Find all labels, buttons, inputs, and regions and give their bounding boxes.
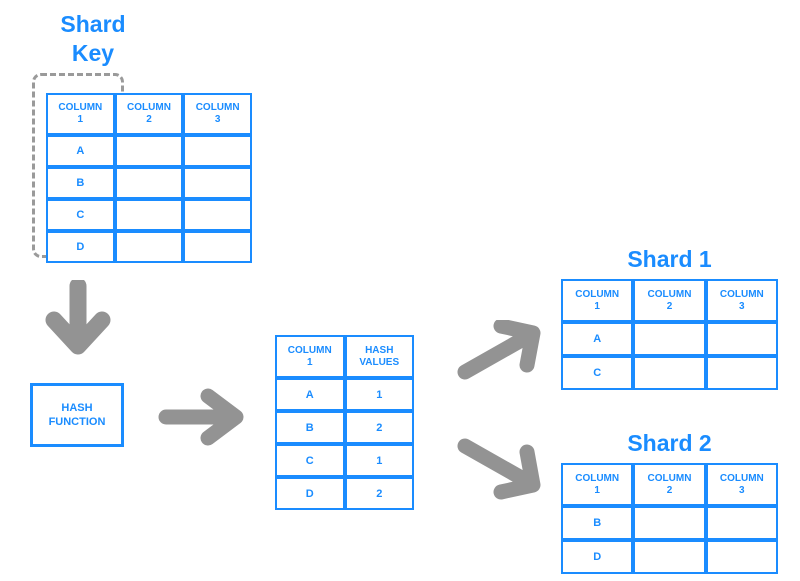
table-cell: A	[46, 135, 115, 167]
table-header-row: COLUMN 1 COLUMN 2 COLUMN 3	[561, 463, 778, 506]
table-cell: D	[46, 231, 115, 263]
table-row: A 1	[275, 378, 414, 411]
table-cell	[705, 506, 778, 540]
table-cell: D	[561, 540, 634, 574]
column-header: COLUMN 2	[633, 279, 706, 322]
table-cell	[633, 506, 706, 540]
table-cell	[114, 167, 184, 199]
table-row: C 1	[275, 444, 414, 477]
table-header-row: COLUMN 1 COLUMN 2 COLUMN 3	[46, 93, 252, 135]
table-cell	[183, 135, 252, 167]
source-table: COLUMN 1 COLUMN 2 COLUMN 3 A B C D	[46, 93, 252, 263]
arrow-down-icon	[45, 280, 111, 355]
column-header: HASH VALUES	[344, 335, 414, 378]
arrow-down-right-icon	[457, 438, 541, 500]
column-header: COLUMN 1	[561, 463, 634, 506]
table-cell	[633, 322, 706, 356]
table-row: A	[561, 322, 778, 356]
table-row: C	[46, 199, 252, 231]
table-cell: C	[275, 444, 345, 477]
table-cell	[633, 540, 706, 574]
column-header: COLUMN 2	[633, 463, 706, 506]
table-row: D	[561, 540, 778, 574]
table-cell: B	[275, 411, 345, 444]
table-row: C	[561, 356, 778, 390]
table-cell	[183, 199, 252, 231]
column-header: COLUMN 2	[114, 93, 184, 135]
shard-2-table: COLUMN 1 COLUMN 2 COLUMN 3 B D	[561, 463, 778, 574]
table-cell	[183, 167, 252, 199]
table-cell: B	[46, 167, 115, 199]
table-cell: C	[46, 199, 115, 231]
table-cell: D	[275, 477, 345, 510]
table-cell	[705, 540, 778, 574]
shard-2-title: Shard 2	[627, 430, 712, 456]
table-cell	[114, 199, 184, 231]
column-header: COLUMN 3	[705, 463, 778, 506]
column-header: COLUMN 3	[705, 279, 778, 322]
arrow-up-right-icon	[457, 320, 541, 380]
table-row: B	[561, 506, 778, 540]
table-cell: 1	[344, 378, 414, 411]
column-header: COLUMN 1	[561, 279, 634, 322]
table-cell: A	[275, 378, 345, 411]
table-cell: 2	[344, 477, 414, 510]
table-row: A	[46, 135, 252, 167]
table-cell: 2	[344, 411, 414, 444]
table-cell	[633, 356, 706, 390]
table-cell	[114, 135, 184, 167]
table-cell: 1	[344, 444, 414, 477]
table-cell: A	[561, 322, 634, 356]
table-cell	[114, 231, 184, 263]
table-row: B 2	[275, 411, 414, 444]
column-header: COLUMN 1	[275, 335, 345, 378]
column-header: COLUMN 3	[183, 93, 252, 135]
table-header-row: COLUMN 1 HASH VALUES	[275, 335, 414, 378]
column-header: COLUMN 1	[46, 93, 115, 135]
table-header-row: COLUMN 1 COLUMN 2 COLUMN 3	[561, 279, 778, 322]
table-cell: C	[561, 356, 634, 390]
table-row: D	[46, 231, 252, 263]
table-cell	[183, 231, 252, 263]
shard-1-title: Shard 1	[627, 246, 712, 272]
arrow-right-icon	[158, 388, 244, 446]
table-row: B	[46, 167, 252, 199]
table-cell: B	[561, 506, 634, 540]
shard-key-title: Shard Key	[60, 11, 126, 66]
shard-1-table: COLUMN 1 COLUMN 2 COLUMN 3 A C	[561, 279, 778, 390]
table-cell	[705, 356, 778, 390]
hash-function-box: HASH FUNCTION	[30, 383, 124, 447]
table-cell	[705, 322, 778, 356]
table-row: D 2	[275, 477, 414, 510]
hash-values-table: COLUMN 1 HASH VALUES A 1 B 2 C 1 D 2	[275, 335, 414, 510]
